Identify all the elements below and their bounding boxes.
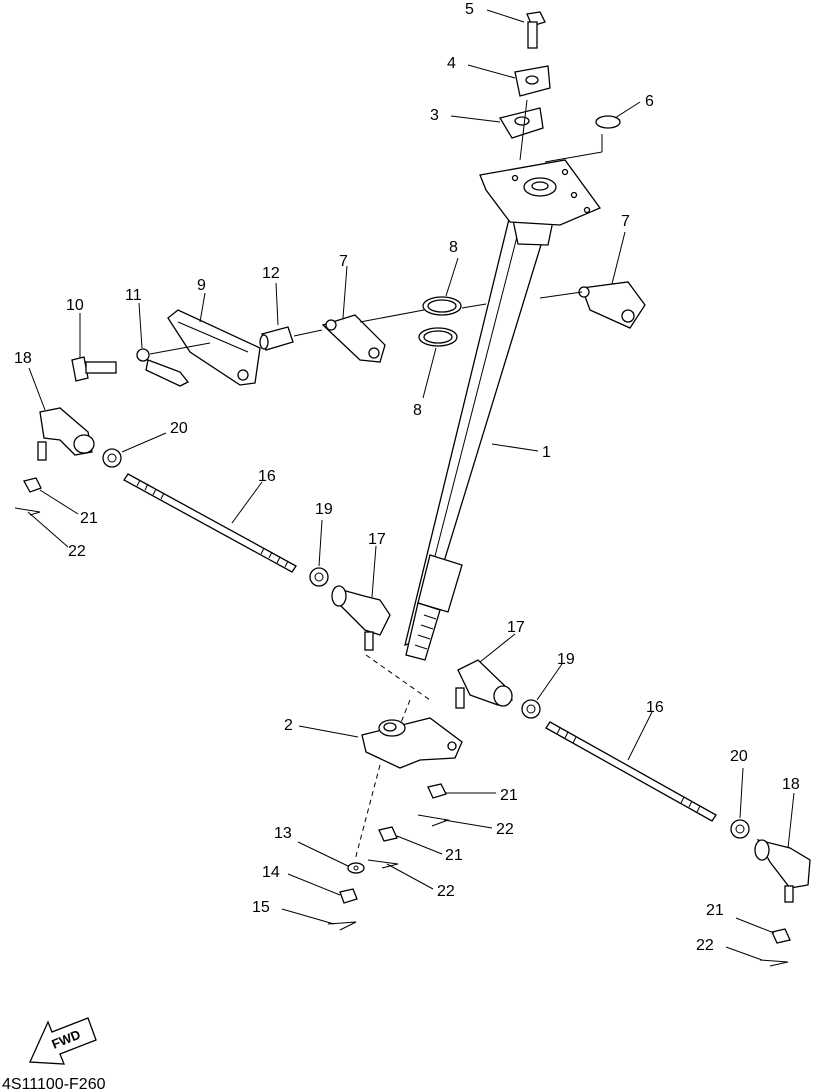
callout-10: 10 — [66, 297, 84, 314]
callout-11: 11 — [125, 287, 142, 304]
callout-9: 9 — [197, 277, 206, 294]
callout-21: 21 — [80, 510, 98, 527]
callout-5: 5 — [465, 1, 474, 18]
leader-lines — [27, 9, 795, 961]
callout-19: 19 — [315, 501, 333, 518]
handlebar-holder-parts — [498, 11, 621, 163]
callout-22: 22 — [696, 937, 714, 954]
callout-2: 2 — [284, 717, 293, 734]
callout-13: 13 — [274, 825, 292, 842]
callout-7: 7 — [621, 213, 630, 230]
right-tie-rod-parts — [455, 659, 811, 903]
steering-column-part — [404, 159, 602, 661]
callout-7: 7 — [339, 253, 348, 270]
callout-14: 14 — [262, 864, 280, 881]
callout-21: 21 — [445, 847, 463, 864]
callout-20: 20 — [170, 420, 188, 437]
left-tie-rod-parts — [14, 407, 297, 573]
callout-3: 3 — [430, 107, 439, 124]
lower-fastener-parts — [327, 783, 791, 967]
document-code: 4S11100-F260 — [2, 1076, 106, 1092]
callout-20: 20 — [730, 748, 748, 765]
column-bracket-parts — [418, 281, 646, 347]
callout-21: 21 — [706, 902, 724, 919]
left-rod-end-parts — [309, 567, 431, 701]
callout-18: 18 — [14, 350, 32, 367]
callout-22: 22 — [437, 883, 455, 900]
callout-4: 4 — [447, 55, 456, 72]
callout-8: 8 — [449, 239, 458, 256]
callout-1: 1 — [542, 444, 551, 461]
callout-22: 22 — [496, 821, 514, 838]
forward-arrow-icon: FWD — [29, 1017, 97, 1065]
pitman-arm-part — [354, 699, 463, 861]
callout-16: 16 — [258, 468, 276, 485]
callout-labels: 5 4 3 6 7 7 8 8 12 9 11 10 18 20 1 16 21… — [14, 1, 800, 954]
callout-22: 22 — [68, 543, 86, 560]
callout-8: 8 — [413, 402, 422, 419]
callout-19: 19 — [557, 651, 575, 668]
callout-17: 17 — [507, 619, 525, 636]
callout-6: 6 — [645, 93, 654, 110]
callout-12: 12 — [262, 265, 280, 282]
callout-16: 16 — [646, 699, 664, 716]
callout-15: 15 — [252, 899, 270, 916]
callout-17: 17 — [368, 531, 386, 548]
callout-18: 18 — [782, 776, 800, 793]
left-bracket-assembly — [71, 309, 425, 387]
callout-21: 21 — [500, 787, 518, 804]
